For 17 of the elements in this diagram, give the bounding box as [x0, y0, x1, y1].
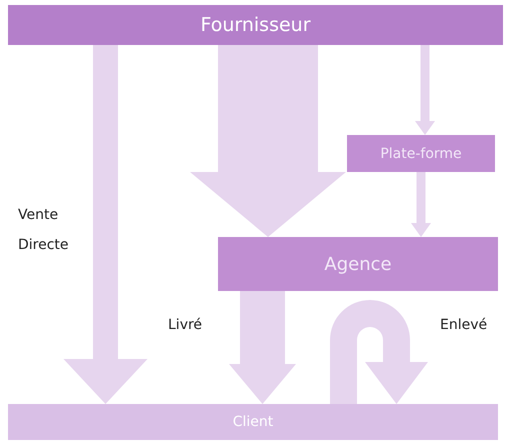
edge-label: Enlevé [440, 316, 488, 335]
arrow [190, 45, 346, 237]
arrow [415, 45, 435, 135]
arrow [330, 300, 428, 404]
edge-label: Livré [168, 316, 204, 335]
arrow [64, 45, 148, 404]
process-bar [347, 135, 495, 172]
node-label: Agence [324, 254, 392, 274]
arrow [229, 291, 296, 404]
arrow [411, 172, 431, 237]
process-bar [8, 5, 503, 45]
process-bar [218, 237, 498, 291]
node-label: Fournisseur [200, 14, 311, 36]
node-label: Plate-forme [380, 146, 462, 162]
edge-label: Vente Directe [18, 206, 70, 255]
node-label: Client [232, 414, 274, 430]
process-bar [8, 404, 498, 440]
